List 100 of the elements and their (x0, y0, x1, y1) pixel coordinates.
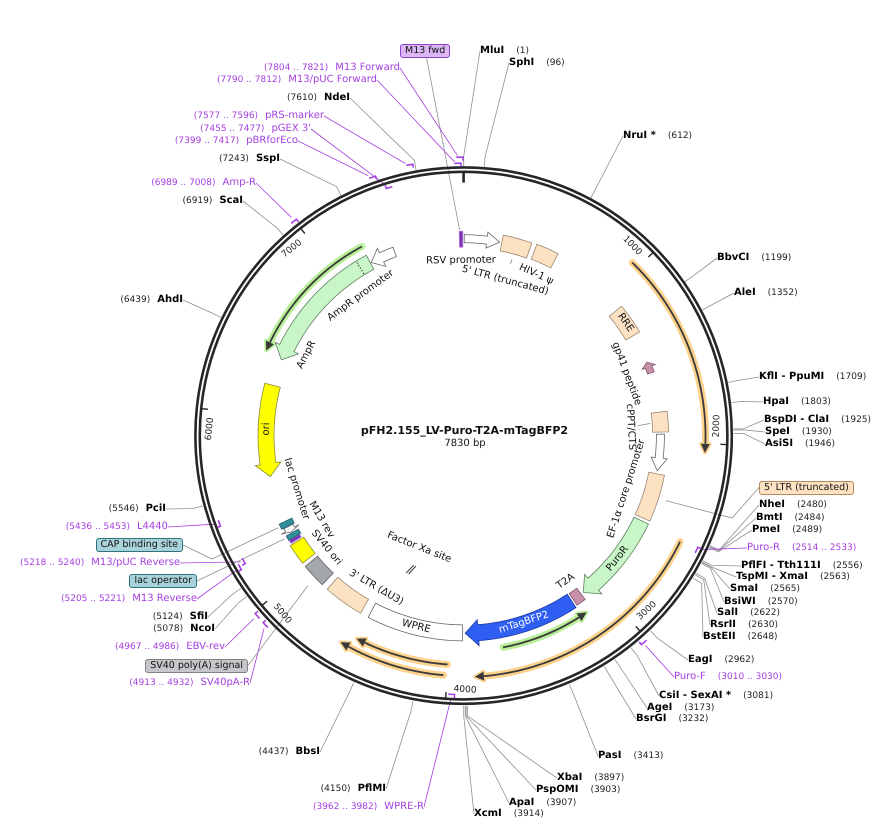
leader-line (728, 376, 760, 383)
enzyme-label: XcmI (3914) (474, 808, 544, 820)
leader-line (182, 300, 222, 318)
enzyme-label: BsrGI (3232) (636, 713, 708, 725)
leader-line (684, 258, 718, 282)
leader-line (614, 659, 648, 708)
leader-line (694, 574, 710, 626)
leader-line (426, 57, 460, 230)
enzyme-label: CsiI - SexAI * (3081) (659, 690, 774, 702)
enzyme-label: XbaI (3897) (557, 772, 624, 784)
leader-line (208, 588, 242, 618)
label-tag: M13 fwd (400, 44, 450, 58)
enzyme-label: NruI * (612) (623, 130, 692, 142)
leader-line (242, 200, 284, 236)
feature-label: ori (260, 422, 273, 436)
leader-line (467, 706, 558, 778)
feature-label: RSV promoter (426, 254, 496, 266)
leader-line (702, 562, 736, 578)
leader-line (731, 400, 764, 404)
leader-line (637, 423, 650, 426)
leader-line (256, 182, 292, 218)
primer-label: Puro-F (3010 .. 3030) (674, 671, 782, 683)
label-tag: SV40 poly(A) signal (145, 658, 248, 672)
primer-label: (7790 .. 7812) M13/pUC Forward (216, 74, 377, 86)
primer-label: (7804 .. 7821) M13 Forward (264, 62, 400, 74)
leader-line (666, 487, 760, 518)
leader-line (630, 647, 660, 696)
leader-line (214, 596, 247, 630)
tick-label: 6000 (202, 417, 217, 442)
leader-line (298, 140, 368, 176)
feature-label: T2A (554, 571, 577, 592)
enzyme-label: (7243) SspI (219, 153, 280, 165)
enzyme-label: BspDI - ClaI (1925) (764, 414, 872, 426)
enzyme-label: PasI (3413) (598, 750, 664, 762)
leader-line (733, 420, 764, 430)
leader-line (701, 563, 724, 602)
enzyme-label: PspOMI (3903) (536, 784, 620, 796)
leader-line (645, 645, 674, 678)
enzyme-label: NheI (2480) (759, 499, 827, 511)
enzyme-label: (4150) PflMI (320, 783, 386, 795)
primer-label: (6989 .. 7008) Amp-R (151, 177, 256, 189)
enzyme-label: (5078) NcoI (153, 623, 215, 635)
primer-label: (5205 .. 5221) M13 Reverse (60, 593, 197, 605)
tick-label: 4000 (453, 683, 478, 697)
feature-label: WPRE (400, 618, 432, 636)
leader-line (310, 128, 386, 185)
enzyme-label: TspMI - XmaI (2563) (736, 571, 850, 583)
enzyme-label: PmeI (2489) (752, 524, 822, 536)
leader-line (180, 561, 242, 564)
leader-line (280, 158, 342, 196)
leader-line (733, 429, 766, 432)
leader-line (320, 682, 354, 752)
leader-line (692, 578, 704, 638)
label-tag: lac operator (129, 574, 197, 588)
leader-line (733, 433, 766, 444)
leader-line (324, 116, 406, 164)
primer-label: Puro-R (2514 .. 2533) (747, 542, 856, 554)
leader-line (196, 538, 285, 582)
leader-line (568, 684, 598, 756)
enzyme-label: AleI (1352) (734, 287, 798, 299)
enzyme-label: BbvCI (1199) (717, 252, 792, 264)
leader-line (248, 586, 308, 666)
enzyme-label: EagI (2962) (688, 654, 754, 666)
leader-line (386, 700, 414, 790)
enzyme-label: SalI (2622) (717, 607, 780, 619)
primer-label: (7399 .. 7417) pBRforEco (174, 135, 298, 147)
leader-line (400, 68, 458, 156)
enzyme-label: (5546) PciI (108, 503, 166, 515)
enzyme-label: (6439) AhdI (120, 294, 183, 306)
leader-line (424, 699, 452, 808)
enzyme-label: BstEII (2648) (703, 631, 778, 643)
enzyme-label: SphI (96) (509, 57, 565, 69)
enzyme-label: MluI (1) (480, 45, 529, 57)
leader-line (702, 548, 748, 550)
enzyme-label: RsrII (2630) (710, 619, 778, 631)
leader-line (376, 80, 455, 162)
primer-label: (4967 .. 4986) EBV-rev (115, 641, 225, 653)
leader-line (350, 98, 416, 171)
leader-line (463, 50, 480, 166)
leader-line (702, 562, 730, 590)
leader-line (182, 527, 279, 560)
leader-line (710, 504, 760, 550)
enzyme-label: AsiSI (1946) (765, 438, 835, 450)
leader-line (702, 292, 734, 310)
enzyme-label: ApaI (3907) (509, 797, 576, 809)
primer-label: (7455 .. 7477) pGEX 3' (200, 123, 311, 135)
enzyme-label: BsiWI (2570) (724, 596, 798, 608)
leader-line (696, 572, 718, 614)
plasmid-name: pFH2.155_LV-Puro-T2A-mTagBFP2 (360, 425, 568, 437)
leader-line (484, 62, 510, 168)
leader-line (196, 569, 238, 600)
enzyme-label: (5124) SfiI (152, 611, 208, 623)
enzyme-label: (4437) BbsI (258, 746, 320, 758)
enzyme-label: (7610) NdeI (287, 92, 350, 104)
primer-label: (3962 .. 3982) WPRE-R (312, 801, 424, 813)
leader-line (463, 706, 474, 814)
leader-line (702, 560, 742, 566)
leader-line (590, 136, 624, 198)
label-tag: CAP binding site (96, 538, 183, 552)
primer-label: (7577 .. 7596) pRS-marker (194, 110, 324, 122)
